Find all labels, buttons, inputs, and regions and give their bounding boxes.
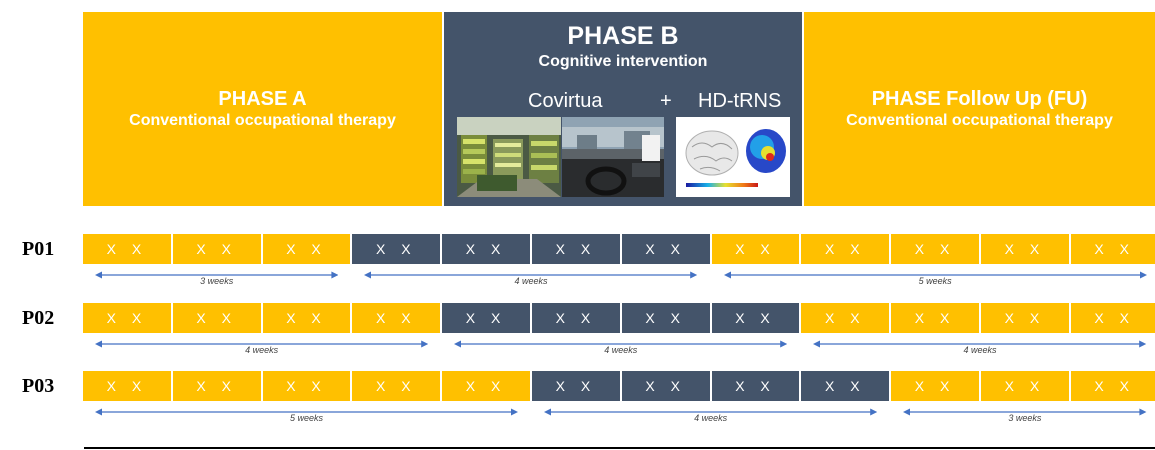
duration-label: 3 weeks: [1008, 413, 1042, 423]
session-cell: X X: [83, 234, 171, 264]
session-cell: X X: [1070, 234, 1155, 264]
session-cell: X X: [981, 234, 1069, 264]
baseline-rule: [84, 447, 1155, 449]
phase-b-title: PHASE B: [567, 22, 679, 50]
session-cell: X X: [352, 303, 441, 333]
session-cell: X X: [891, 234, 979, 264]
participant-label: P01: [22, 238, 55, 260]
phase-b-block: PHASE B Cognitive intervention Covirtua …: [444, 12, 802, 206]
session-cell: X X: [83, 371, 171, 401]
session-cell: X X: [532, 234, 620, 264]
session-cell: X X: [711, 371, 800, 401]
session-cell: X X: [621, 234, 710, 264]
session-cell: X X: [801, 234, 890, 264]
participant-label: P02: [22, 307, 55, 329]
duration-arrow: [903, 408, 1147, 416]
duration-arrow: [454, 340, 788, 348]
session-cell: X X: [891, 371, 979, 401]
session-cell: X X: [1070, 303, 1155, 333]
session-cell: X X: [352, 234, 441, 264]
session-cell: X X: [801, 371, 890, 401]
virtual-store-image: [457, 117, 561, 197]
duration-arrow: [95, 340, 429, 348]
session-cell: X X: [1070, 371, 1155, 401]
duration-arrow: [364, 271, 698, 279]
phase-a-block: PHASE A Conventional occupational therap…: [83, 12, 442, 206]
session-cell: X X: [442, 371, 530, 401]
session-cell: X X: [352, 371, 441, 401]
phase-fu-subtitle: Conventional occupational therapy: [846, 112, 1113, 129]
participant-label: P03: [22, 375, 55, 397]
duration-arrow: [813, 340, 1147, 348]
covirtua-label: Covirtua: [528, 90, 603, 112]
session-cell: X X: [83, 303, 171, 333]
session-cell: X X: [621, 371, 710, 401]
session-cell: X X: [891, 303, 979, 333]
session-cell: X X: [442, 303, 530, 333]
virtual-car-image: [562, 117, 664, 197]
session-cell: X X: [981, 303, 1069, 333]
brain-stimulation-image: [676, 117, 790, 197]
session-cell: X X: [262, 303, 351, 333]
phase-a-title: PHASE A: [218, 88, 307, 110]
phase-fu-title: PHASE Follow Up (FU): [871, 88, 1088, 110]
session-cell: X X: [532, 371, 620, 401]
duration-label: 4 weeks: [514, 276, 548, 286]
phase-a-subtitle: Conventional occupational therapy: [129, 112, 396, 129]
session-cell: X X: [532, 303, 620, 333]
duration-arrow: [95, 408, 518, 416]
duration-label: 3 weeks: [200, 276, 234, 286]
duration-arrow: [95, 271, 339, 279]
duration-arrow: [544, 408, 878, 416]
session-cell: X X: [172, 234, 261, 264]
session-cell: X X: [621, 303, 710, 333]
session-cell: X X: [262, 234, 351, 264]
phase-b-subtitle: Cognitive intervention: [538, 53, 708, 70]
duration-label: 4 weeks: [245, 345, 279, 355]
plus-sign: +: [660, 90, 672, 112]
phase-b-tools: Covirtua + HD-tRNS: [444, 90, 802, 114]
session-cell: X X: [801, 303, 890, 333]
duration-label: 5 weeks: [289, 413, 324, 423]
session-cell: X X: [262, 371, 351, 401]
duration-label: 4 weeks: [604, 345, 638, 355]
duration-arrow: [723, 271, 1147, 279]
hd-trns-label: HD-tRNS: [698, 90, 782, 112]
session-cell: X X: [442, 234, 530, 264]
session-cell: X X: [981, 371, 1069, 401]
session-cell: X X: [172, 371, 261, 401]
session-cell: X X: [711, 303, 800, 333]
duration-label: 4 weeks: [963, 345, 997, 355]
session-cell: X X: [711, 234, 800, 264]
phase-fu-block: PHASE Follow Up (FU) Conventional occupa…: [804, 12, 1155, 206]
duration-label: 4 weeks: [694, 413, 728, 423]
session-cell: X X: [172, 303, 261, 333]
duration-label: 5 weeks: [918, 276, 952, 286]
